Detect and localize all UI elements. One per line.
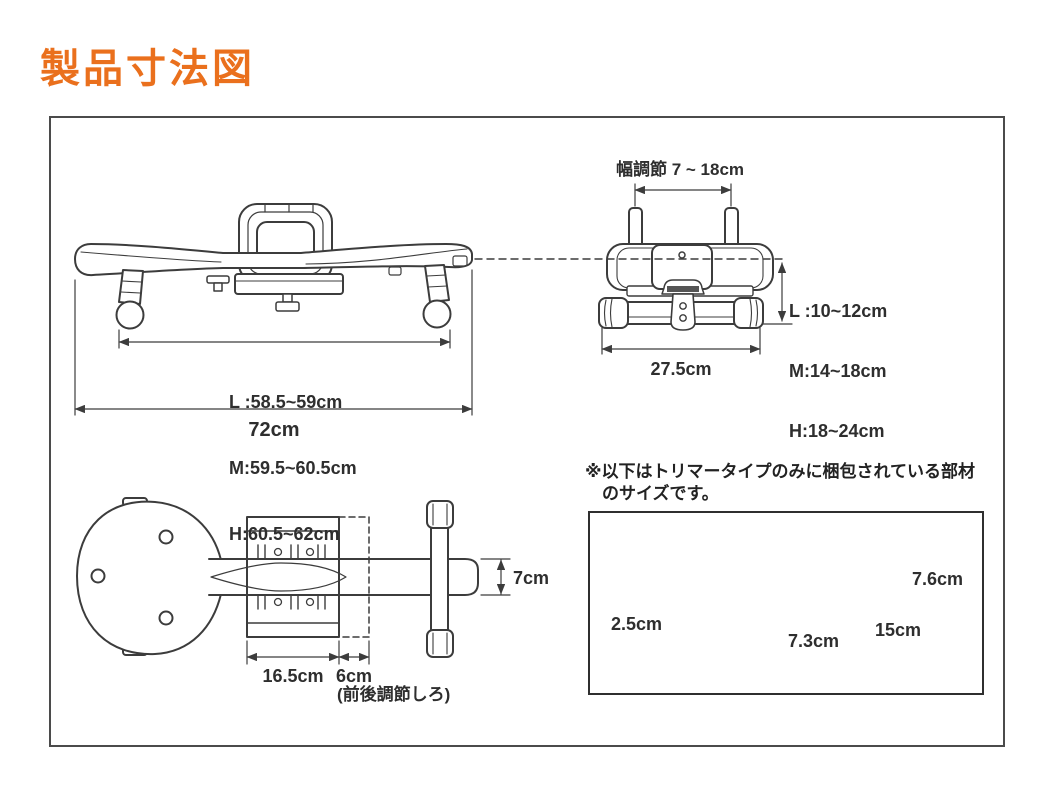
top-view-dimensions xyxy=(246,558,511,665)
top-shaft-width-label: 7cm xyxy=(513,568,550,588)
wedge-height-label: 7.6cm xyxy=(912,569,964,589)
front-view-dimensions xyxy=(601,183,793,355)
top-slide-length-label: 6cm xyxy=(335,666,373,686)
wedge-depth-label: 7.3cm xyxy=(788,631,840,651)
trimmer-note-line1: ※以下はトリマータイプのみに梱包されている部材 xyxy=(585,462,976,481)
trimmer-parts-box xyxy=(588,511,984,695)
diagram-frame: L :58.5~59cm M:59.5~60.5cm H:60.5~62cm 7… xyxy=(49,116,1005,747)
page-title: 製品寸法図 xyxy=(40,47,255,91)
side-total-width-label: 72cm xyxy=(248,419,300,441)
trimmer-note-line2: のサイズです。 xyxy=(602,484,719,503)
top-block-length-label: 16.5cm xyxy=(262,666,324,686)
front-height-range-label: L :10~12cm M:14~18cm H:18~24cm xyxy=(789,301,888,441)
side-foot-span-label: L :58.5~59cm M:59.5~60.5cm H:60.5~62cm xyxy=(229,392,357,544)
front-view-drawing xyxy=(598,207,774,331)
disc-thickness-label: 2.5cm xyxy=(611,614,663,634)
side-view-drawing xyxy=(74,203,473,330)
top-slide-note-label: (前後調節しろ) xyxy=(337,685,451,704)
front-width-adjust-label: 幅調節 7 ~ 18cm xyxy=(615,160,745,179)
front-base-width-label: 27.5cm xyxy=(650,359,712,379)
top-view-drawing xyxy=(76,497,479,658)
side-view-dimensions xyxy=(74,269,473,416)
wedge-width-label: 15cm xyxy=(875,620,922,640)
